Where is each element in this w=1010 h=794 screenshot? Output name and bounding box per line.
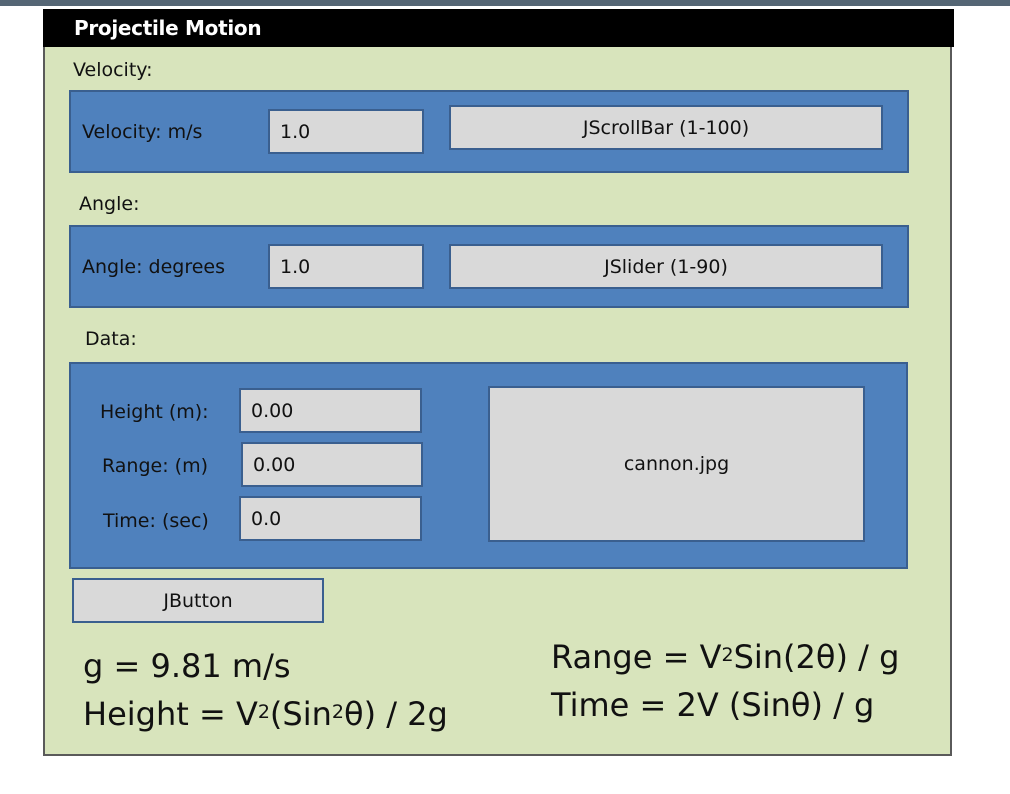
height-formula-exponent: 2 [257, 701, 270, 723]
calculate-button[interactable]: JButton [72, 578, 324, 623]
height-formula-mid: (Sin [269, 695, 332, 733]
height-formula-prefix: Height = V [83, 695, 258, 733]
velocity-field-label: Velocity: m/s [82, 121, 203, 143]
angle-panel: Angle: degrees 1.0 JSlider (1-90) [69, 225, 909, 308]
range-formula: Range = V2Sin(2θ) / g [551, 637, 899, 677]
velocity-panel: Velocity: m/s 1.0 JScrollBar (1-100) [69, 90, 909, 173]
range-label: Range: (m) [102, 455, 208, 477]
angle-field-label: Angle: degrees [82, 256, 225, 278]
time-output[interactable]: 0.0 [239, 496, 422, 541]
velocity-input[interactable]: 1.0 [268, 109, 424, 154]
height-label: Height (m): [100, 401, 209, 423]
window-title: Projectile Motion [74, 16, 262, 40]
range-formula-prefix: Range = V [551, 638, 722, 676]
height-formula-suffix: θ) / 2g [343, 695, 448, 733]
range-formula-exponent: 2 [721, 644, 734, 666]
data-panel: Height (m): 0.00 Range: (m) 0.00 Time: (… [69, 362, 908, 569]
cannon-image: cannon.jpg [488, 386, 865, 542]
time-label: Time: (sec) [103, 510, 209, 532]
height-formula-exponent-2: 2 [331, 701, 344, 723]
height-output[interactable]: 0.00 [239, 388, 422, 433]
range-output[interactable]: 0.00 [241, 442, 423, 487]
time-formula: Time = 2V (Sinθ) / g [551, 686, 875, 724]
data-section-label: Data: [85, 328, 137, 350]
title-bar: Projectile Motion [43, 9, 954, 47]
velocity-scrollbar[interactable]: JScrollBar (1-100) [449, 105, 883, 150]
top-bar [0, 0, 1010, 6]
gravity-formula: g = 9.81 m/s [83, 647, 291, 685]
height-formula: Height = V2(Sin2θ) / 2g [83, 694, 448, 734]
angle-section-label: Angle: [79, 193, 140, 215]
velocity-section-label: Velocity: [73, 59, 153, 81]
range-formula-suffix: Sin(2θ) / g [733, 638, 900, 676]
angle-input[interactable]: 1.0 [268, 244, 424, 289]
angle-slider[interactable]: JSlider (1-90) [449, 244, 883, 289]
